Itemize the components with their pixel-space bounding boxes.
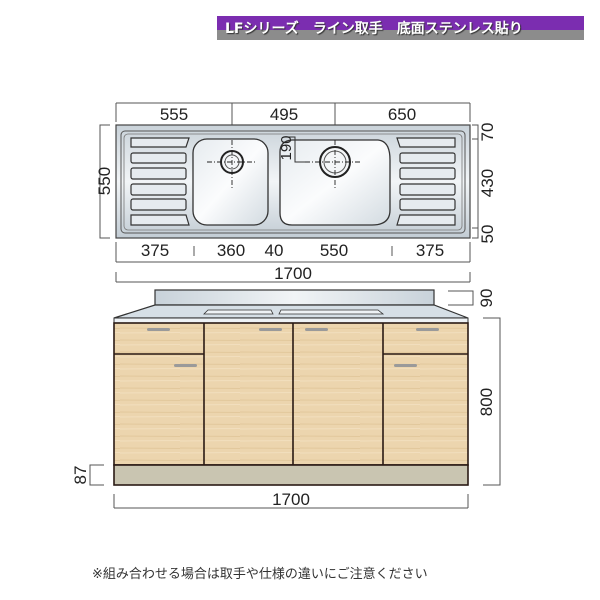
left-drainboard-grooves xyxy=(130,137,190,226)
dim-bottom-2: 360 xyxy=(217,241,245,260)
handle-icon[interactable] xyxy=(305,328,328,331)
dim-drain-offset: 190 xyxy=(278,135,295,160)
series-banner: LFシリーズ ライン取手 底面ステンレス貼り xyxy=(217,16,584,40)
footnote: ※組み合わせる場合は取手や仕様の違いにご注意ください xyxy=(92,567,428,582)
handle-icon[interactable] xyxy=(147,328,170,331)
dim-backsplash-height: 90 xyxy=(477,289,496,308)
plinth-dim-line xyxy=(89,464,104,486)
dim-top-right: 650 xyxy=(388,105,416,124)
banner-gray-band xyxy=(217,30,584,40)
dim-plinth-height: 87 xyxy=(71,466,90,485)
dim-bottom-1: 375 xyxy=(141,241,169,260)
handle-icon[interactable] xyxy=(394,364,417,367)
dim-plan-total-width: 1700 xyxy=(274,264,312,283)
backsplash-dim-line xyxy=(448,290,474,306)
dim-bottom-4: 550 xyxy=(320,241,348,260)
handle-icon[interactable] xyxy=(259,328,282,331)
dim-front-total-width: 1700 xyxy=(272,490,310,509)
front-width-dim-line xyxy=(113,494,469,509)
dim-right-bottom: 50 xyxy=(478,225,497,244)
cabinet-height-dim-line xyxy=(483,317,501,486)
front-view: 90 800 87 1700 xyxy=(71,289,501,509)
dim-190-leader xyxy=(287,136,305,163)
cabinet-handles xyxy=(147,328,439,367)
dim-bottom-3: 40 xyxy=(265,241,284,260)
dim-top-middle: 495 xyxy=(270,105,298,124)
dim-bottom-5: 375 xyxy=(416,241,444,260)
bottom-dimension-lines xyxy=(115,242,471,283)
plinth xyxy=(113,464,469,486)
right-dimension-line xyxy=(472,124,479,239)
sink-inner-rim xyxy=(120,130,466,234)
left-bowl-edge xyxy=(203,309,274,315)
left-sink-bowl xyxy=(192,138,269,226)
dim-cabinet-height: 800 xyxy=(477,388,496,416)
right-drainboard-grooves xyxy=(396,137,456,226)
dim-left-depth: 550 xyxy=(95,167,114,195)
backsplash xyxy=(154,289,435,306)
handle-icon[interactable] xyxy=(174,364,197,367)
dim-top-left: 555 xyxy=(160,105,188,124)
cabinet-dividers xyxy=(114,323,468,465)
cabinet-body xyxy=(113,322,469,466)
banner-purple-band xyxy=(217,16,584,30)
plan-view: 555 495 650 550 70 430 50 xyxy=(95,102,497,283)
right-drain-centerline xyxy=(305,140,360,188)
left-dimension-line xyxy=(99,124,110,239)
banner-title: LFシリーズ ライン取手 底面ステンレス貼り xyxy=(225,21,523,37)
handle-icon[interactable] xyxy=(416,328,439,331)
dim-right-middle: 430 xyxy=(478,169,497,197)
left-drain-centerline xyxy=(207,140,257,188)
dim-right-top: 70 xyxy=(478,123,497,142)
right-bowl-edge xyxy=(278,309,385,315)
